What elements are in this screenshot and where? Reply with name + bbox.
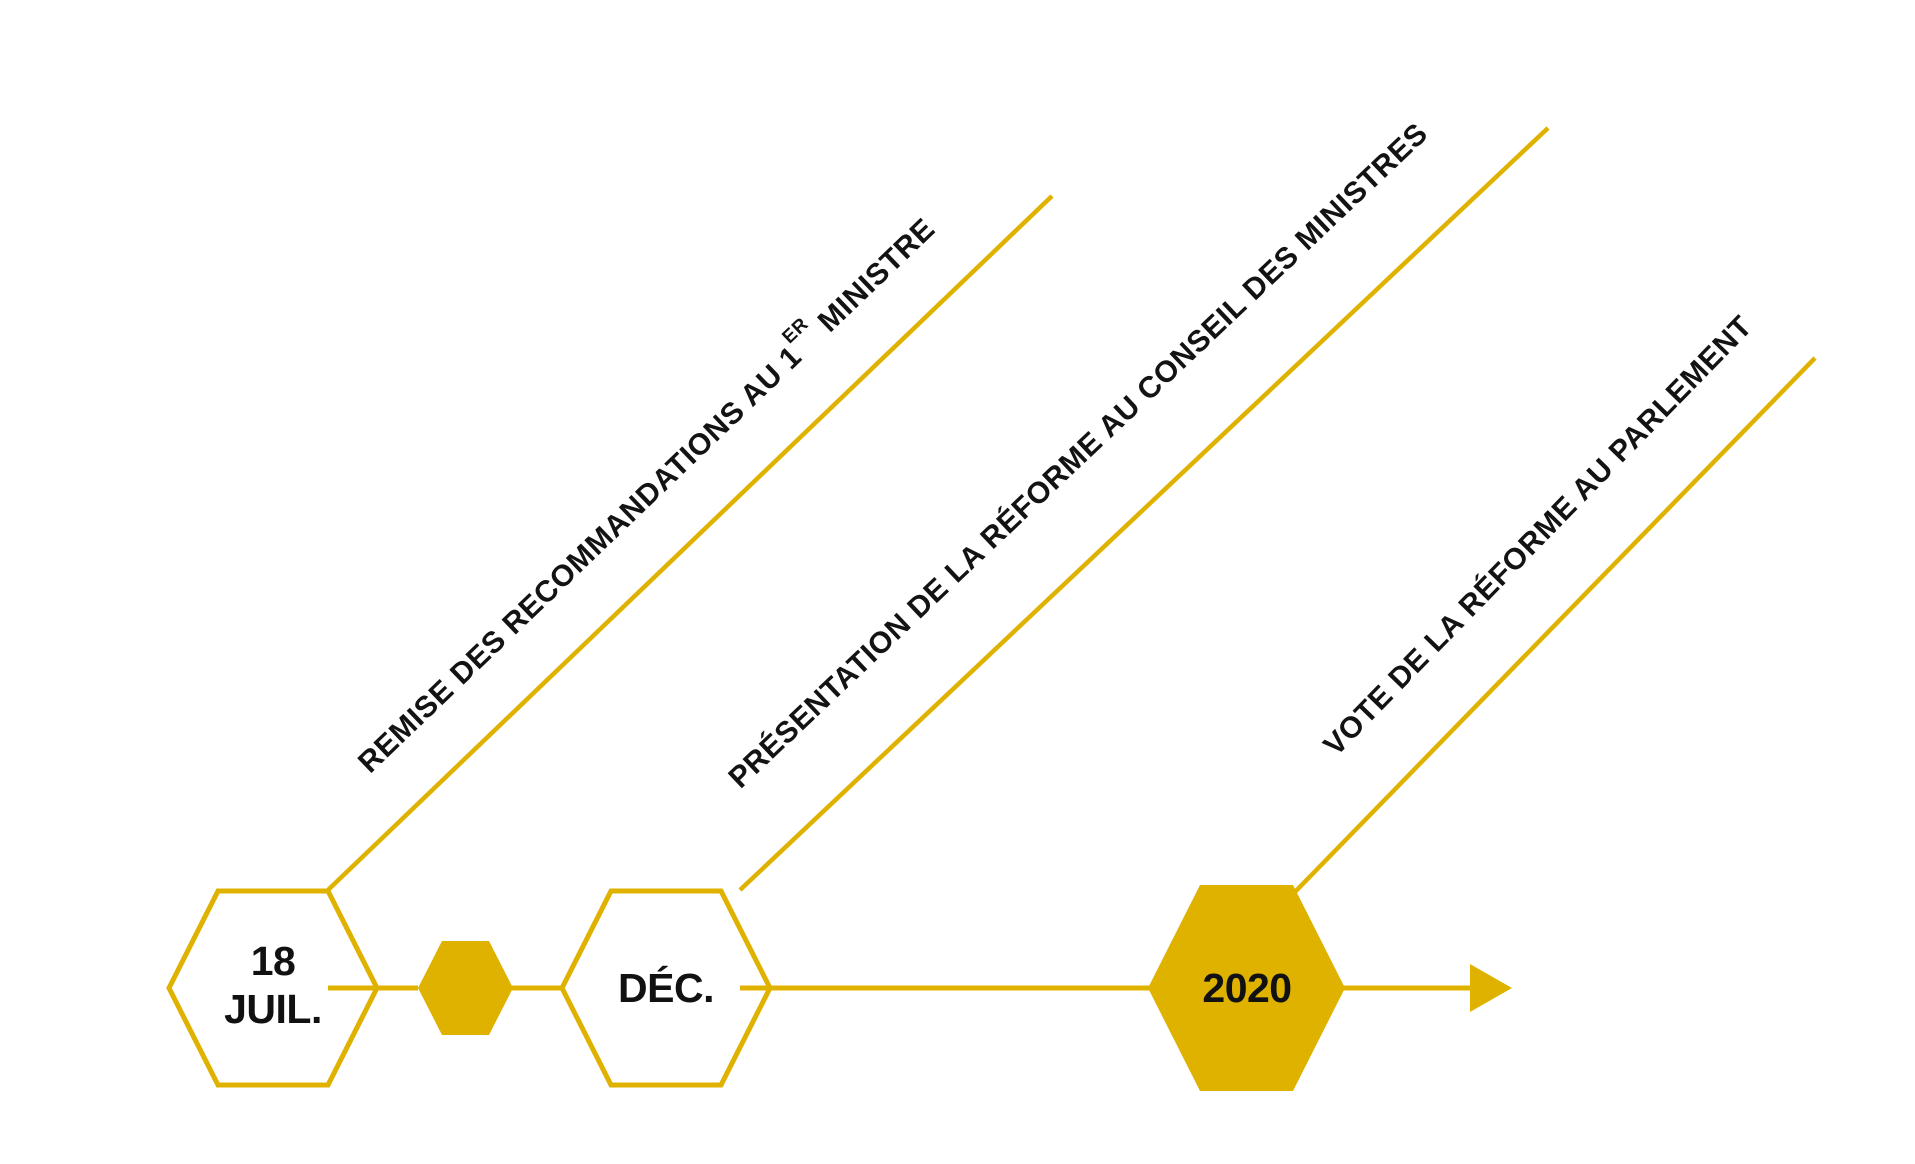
node-spacer[interactable]	[418, 941, 513, 1035]
node-2020[interactable]: 2020	[1148, 885, 1345, 1091]
branch-line-conseil-ministres	[738, 126, 1550, 892]
node-2020-line1: 2020	[1202, 965, 1291, 1011]
node-18-juil-line2: JUIL.	[224, 986, 322, 1032]
node-dec-hexagon	[559, 888, 773, 1088]
branch-label-recommandations-tail: MINISTRE	[805, 212, 941, 345]
node-dec-line1: DÉC.	[618, 965, 714, 1011]
branch-label-parlement: VOTE DE LA RÉFORME AU PARLEMENT	[1261, 264, 1803, 820]
node-18-juil-line1: 18	[251, 938, 296, 984]
timeline-baseline-group	[328, 964, 1512, 1012]
branch-label-parlement-text: VOTE DE LA RÉFORME AU PARLEMENT	[1317, 309, 1759, 762]
node-dec[interactable]: DÉC.	[559, 888, 773, 1088]
svg-text:REMISE DES RECOMMANDATIONS AU: REMISE DES RECOMMANDATIONS AU 1ER MINIST…	[287, 161, 987, 835]
node-2020-hexagon	[1148, 885, 1345, 1091]
node-18-juil[interactable]: 18 JUIL.	[166, 888, 380, 1088]
branch-label-recommandations-text: REMISE DES RECOMMANDATIONS AU 1	[352, 340, 808, 779]
branch-label-recommandations: REMISE DES RECOMMANDATIONS AU 1ER MINIST…	[287, 161, 987, 835]
branch-line-recommandations	[326, 194, 1054, 892]
branch-line-parlement	[1290, 356, 1817, 897]
branch-label-conseil-ministres-text: PRÉSENTATION DE LA RÉFORME AU CONSEIL DE…	[722, 116, 1435, 795]
svg-text:VOTE DE LA RÉFORME AU PARLEMEN: VOTE DE LA RÉFORME AU PARLEMENT	[1261, 264, 1803, 820]
node-18-juil-hexagon	[166, 888, 380, 1088]
timeline-arrow-head-icon	[1470, 964, 1512, 1012]
branch-lines-group	[326, 126, 1817, 897]
node-spacer-hexagon	[418, 941, 513, 1035]
